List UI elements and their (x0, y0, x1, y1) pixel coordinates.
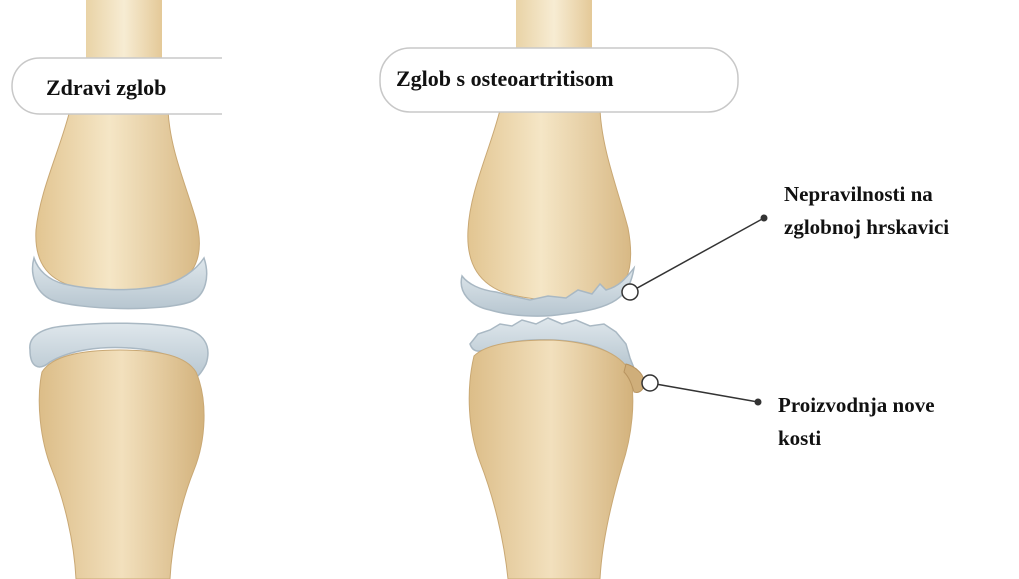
cartilage-label-line1: Nepravilnosti na (784, 182, 933, 206)
newbone-leader-dot (755, 399, 762, 406)
osteo-label: Zglob s osteoartritisom (396, 66, 614, 91)
cartilage-leader-line (630, 218, 764, 292)
cartilage-label-line2: zglobnoj hrskavici (784, 215, 949, 239)
newbone-leader-line (650, 383, 758, 402)
newbone-marker (642, 375, 658, 391)
healthy-lower-bone (39, 350, 204, 579)
cartilage-marker (622, 284, 638, 300)
newbone-label-line2: kosti (778, 426, 821, 450)
newbone-annotation: Proizvodnja nove kosti (642, 375, 935, 450)
osteo-upper-bone (468, 110, 631, 301)
osteo-label-pill: Zglob s osteoartritisom (380, 48, 738, 112)
cartilage-annotation: Nepravilnosti na zglobnoj hrskavici (622, 182, 949, 300)
healthy-upper-bone (36, 110, 200, 292)
healthy-label-pill: Zdravi zglob (12, 58, 222, 114)
newbone-label-line1: Proizvodnja nove (778, 393, 935, 417)
cartilage-leader-dot (761, 215, 768, 222)
healthy-label: Zdravi zglob (46, 75, 166, 100)
osteo-lower-bone (469, 340, 633, 579)
